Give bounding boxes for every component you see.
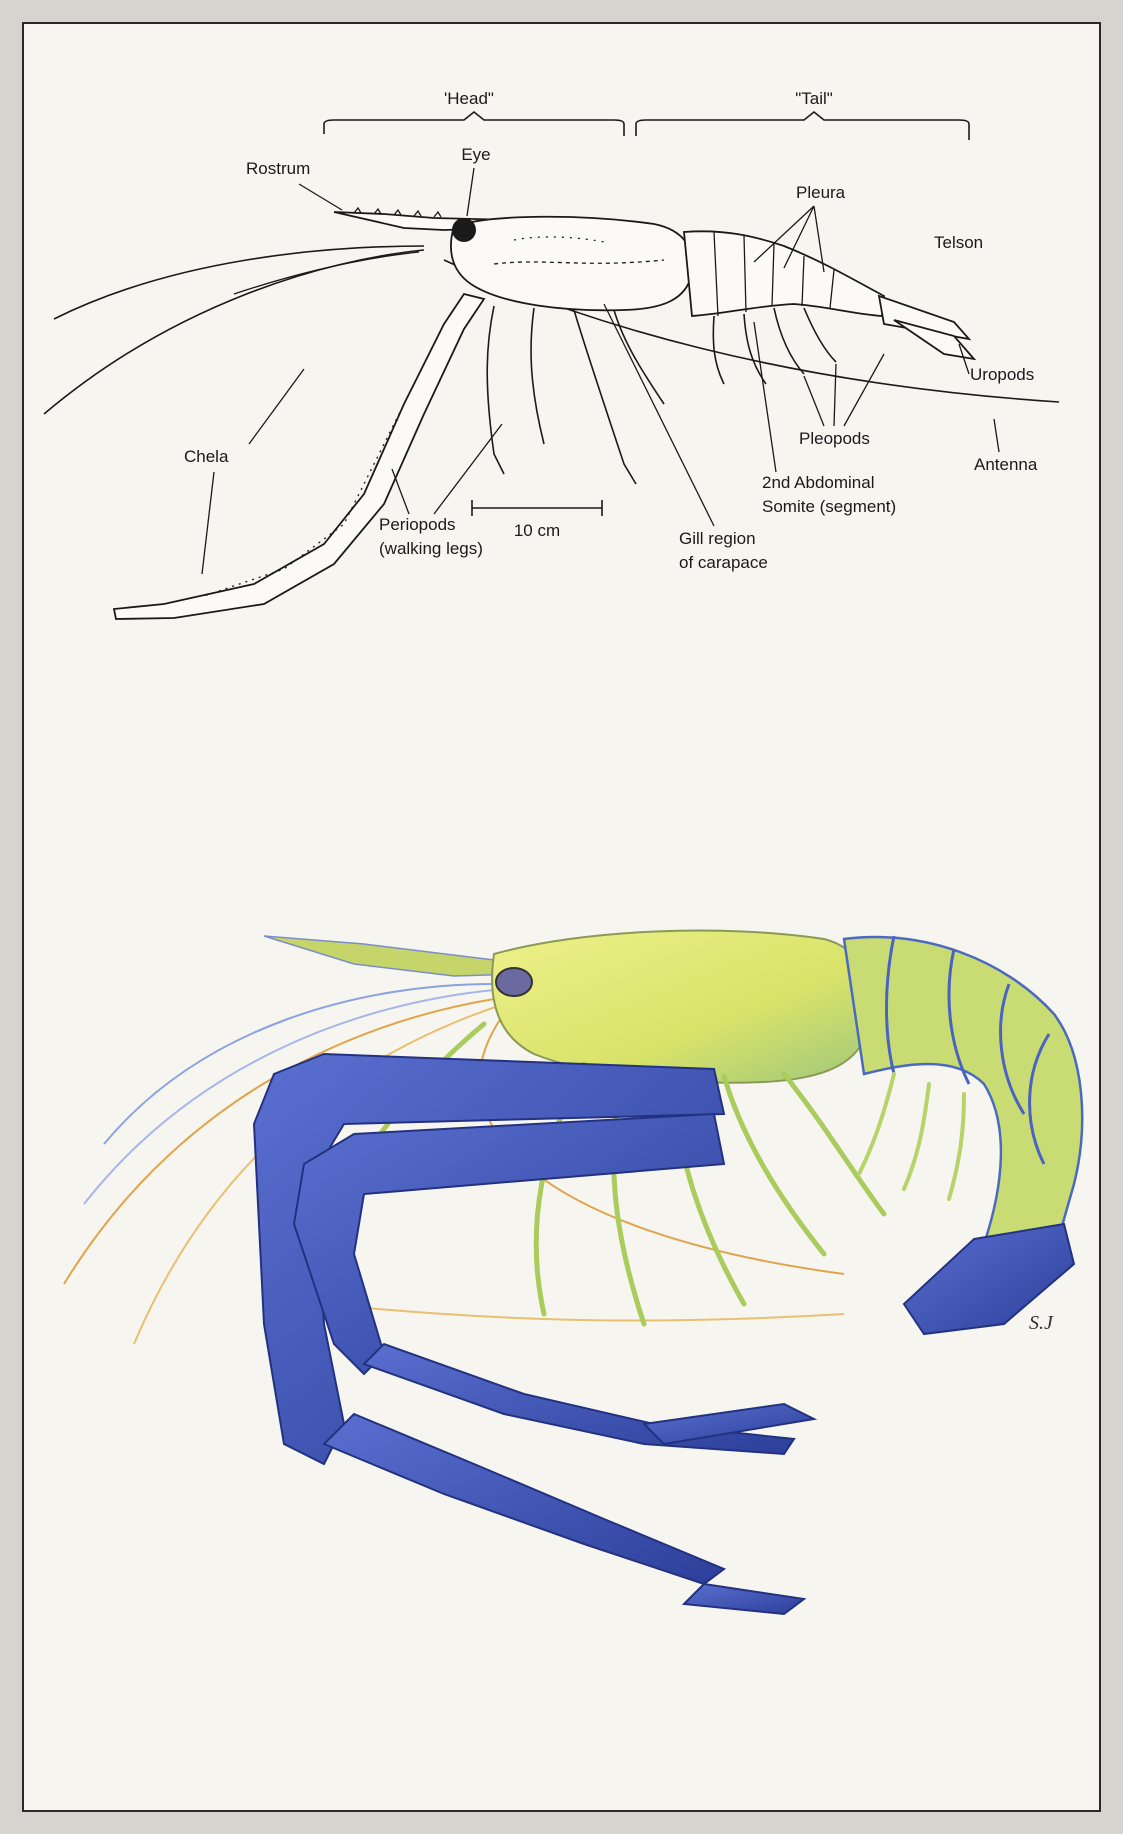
abdominal-somite-leader — [754, 322, 776, 472]
head-bracket — [324, 112, 624, 136]
periopod-leg-3 — [574, 310, 636, 484]
pleopods-label: Pleopods — [799, 429, 870, 448]
periopod-leg-4 — [614, 310, 664, 404]
gill-region-label-2: of carapace — [679, 553, 768, 572]
colored-claws — [254, 1054, 814, 1614]
colored-abdomen-bands — [887, 936, 1050, 1164]
antenna-middle — [44, 250, 424, 414]
antenna-leader — [994, 419, 999, 452]
rostrum-leader — [299, 184, 342, 210]
colored-abdomen — [844, 937, 1082, 1254]
abdominal-somite-label-2: Somite (segment) — [762, 497, 896, 516]
gill-region-label-1: Gill region — [679, 529, 756, 548]
artist-signature: S.J — [1029, 1312, 1054, 1334]
uropods-label: Uropods — [970, 365, 1034, 384]
eye-label: Eye — [461, 145, 490, 164]
tail-label: "Tail" — [795, 89, 833, 108]
colored-walking-legs — [354, 1024, 884, 1324]
colored-carapace — [492, 931, 870, 1083]
carapace — [451, 217, 693, 311]
tail-bracket — [636, 112, 969, 140]
antenna-label: Antenna — [974, 455, 1038, 474]
periopods-label-1: Periopods — [379, 515, 456, 534]
rostrum-label: Rostrum — [246, 159, 310, 178]
colored-tail-fan — [904, 1224, 1074, 1334]
colored-eye — [496, 968, 532, 996]
eye-leader — [467, 168, 474, 216]
page-frame: 'Head" "Tail" — [22, 22, 1101, 1812]
scale-bar-label: 10 cm — [514, 521, 560, 540]
eye-shape — [452, 218, 476, 242]
periopods-label-2: (walking legs) — [379, 539, 483, 558]
prawn-anatomy-diagram: 'Head" "Tail" — [24, 24, 1103, 664]
abdominal-somite-label-1: 2nd Abdominal — [762, 473, 874, 492]
periopod-leg-2 — [531, 308, 544, 444]
chela-leaders — [202, 369, 304, 574]
pleopods-leaders — [804, 354, 884, 426]
periopod-leg-1 — [487, 306, 504, 474]
telson-label: Telson — [934, 233, 983, 252]
scale-bar-line — [472, 500, 602, 516]
chela-arm — [114, 294, 484, 619]
pleura-label: Pleura — [796, 183, 846, 202]
colored-pleopods — [859, 1074, 964, 1199]
colored-rostrum — [264, 936, 524, 976]
colored-antennae — [64, 984, 844, 1344]
antenna-upper — [54, 246, 424, 319]
head-label: 'Head" — [444, 89, 494, 108]
chela-label: Chela — [184, 447, 229, 466]
